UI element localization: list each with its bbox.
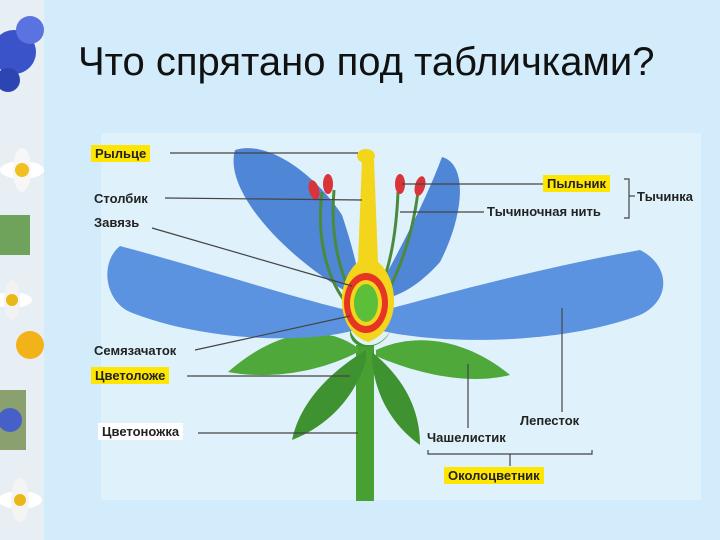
- pistil-shape: [341, 149, 395, 342]
- label-anther: Пыльник: [543, 175, 611, 192]
- leader-lines: [151, 152, 635, 466]
- label-ovule: Семязачаток: [94, 343, 177, 358]
- foliage-image: [0, 215, 30, 450]
- label-ovary: Завязь: [94, 215, 140, 230]
- label-pedicel: Цветоножка: [98, 423, 184, 440]
- label-stigma: Рыльце: [91, 145, 151, 162]
- anther-shapes: [308, 174, 426, 200]
- label-sepal: Чашелистик: [427, 430, 506, 445]
- stem-shape: [356, 345, 374, 501]
- petal-shapes: [107, 148, 664, 340]
- label-filament: Тычиночная нить: [487, 204, 601, 219]
- label-petal: Лепесток: [520, 413, 580, 428]
- label-stamen: Тычинка: [637, 189, 693, 204]
- label-style: Столбик: [94, 191, 148, 206]
- label-perianth: Околоцветник: [444, 467, 544, 484]
- slide-title: Что спрятано под табличками?: [78, 40, 655, 84]
- daisy-image: [0, 148, 44, 522]
- cornflower-image: [0, 16, 44, 92]
- leaf-shapes: [228, 330, 510, 445]
- label-receptacle: Цветоложе: [91, 367, 170, 384]
